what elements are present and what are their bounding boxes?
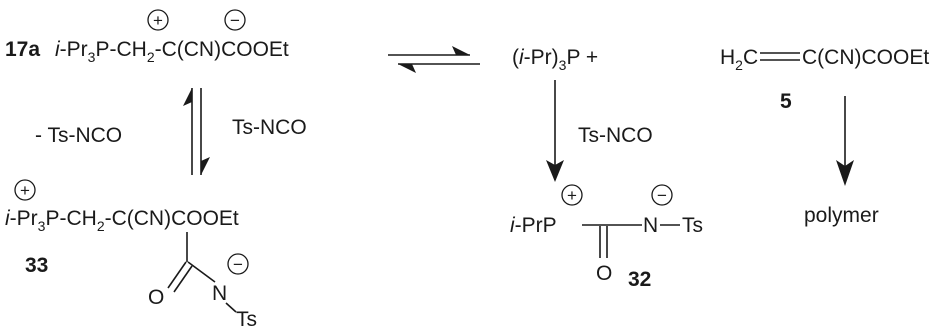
positive-charge-sign: + — [20, 181, 30, 200]
compound-17a: + − 17a i-Pr3P-CH2-C(CN)COOEt — [5, 9, 289, 65]
negative-charge-sign: − — [657, 186, 667, 205]
compound-5: H2C C(CN)COOEt 5 — [720, 46, 929, 113]
compound-label-17a: 17a — [5, 38, 40, 61]
negative-charge-sign: − — [230, 11, 240, 30]
negative-charge-symbol — [227, 253, 249, 275]
formula-17a: i-Pr3P-CH2-C(CN)COOEt — [55, 38, 289, 65]
positive-charge-symbol — [147, 9, 169, 31]
arrow-to-polymer — [836, 96, 854, 186]
formula-5-right: C(CN)COOEt — [802, 46, 929, 69]
formula-33: i-Pr3P-CH2-C(CN)COOEt — [5, 207, 239, 234]
forward-reagent-label: Ts-NCO — [232, 116, 307, 139]
carbonyl-oxygen: O — [596, 262, 612, 285]
tosyl-group: Ts — [236, 308, 257, 330]
carbonyl-double-bond-1 — [167, 261, 187, 289]
equilibrium-arrow-horizontal — [388, 46, 480, 73]
carbonyl-oxygen: O — [148, 286, 164, 309]
formula-pr3p: (i-Pr)3P + — [512, 46, 598, 73]
negative-charge-symbol — [224, 9, 246, 31]
compound-32: + − i-PrP O N Ts 32 — [510, 184, 703, 291]
amide-nitrogen: N — [643, 214, 658, 237]
bond-n-ts — [225, 302, 237, 313]
arrow-to-32 — [546, 80, 564, 182]
amide-nitrogen: N — [212, 282, 227, 305]
formula-5-left: H2C — [720, 46, 758, 73]
compound-label-32: 32 — [628, 268, 651, 291]
positive-charge-sign: + — [153, 11, 163, 30]
tosyl-group: Ts — [682, 214, 703, 237]
equilibrium-arrow-vertical — [183, 88, 210, 175]
reagent-triisopropylphosphine: (i-Pr)3P + — [512, 46, 598, 73]
positive-charge-symbol — [14, 179, 36, 201]
compound-label-5: 5 — [780, 90, 792, 113]
negative-charge-sign: − — [233, 255, 243, 274]
reverse-reagent-label: - Ts-NCO — [35, 124, 122, 147]
positive-charge-sign: + — [567, 186, 577, 205]
compound-33: + i-Pr3P-CH2-C(CN)COOEt 33 O N Ts − — [5, 179, 257, 330]
positive-charge-symbol — [561, 184, 583, 206]
middle-reagent-label: Ts-NCO — [578, 124, 653, 147]
carbonyl-double-bond-2 — [173, 265, 193, 293]
polymer-label: polymer — [804, 204, 879, 227]
bond-carbonyl-n — [187, 261, 216, 283]
formula-32-phosphorus: i-PrP — [510, 214, 557, 237]
compound-label-33: 33 — [25, 254, 48, 277]
negative-charge-symbol — [651, 184, 673, 206]
